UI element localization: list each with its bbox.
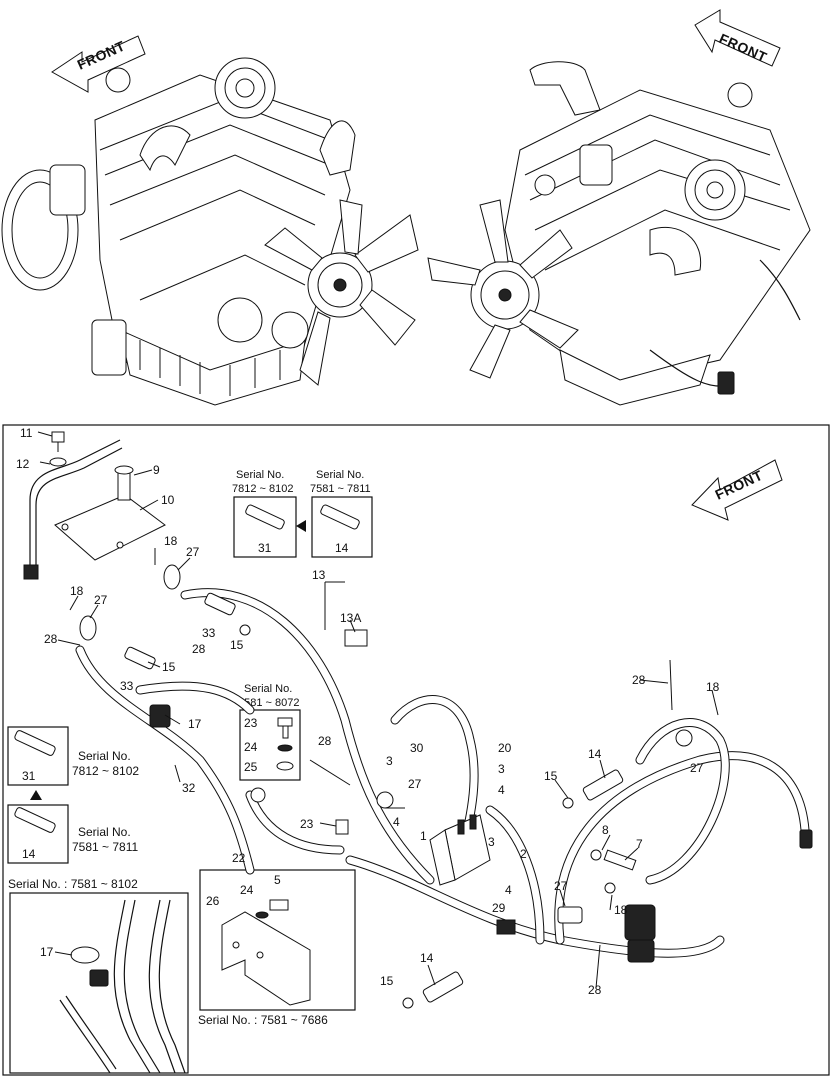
svg-text:4: 4 [505, 883, 512, 897]
svg-text:18: 18 [706, 680, 720, 694]
serial-box-bottom-mid: Serial No. : 7581 ~ 7686 26 24 5 [198, 869, 356, 1027]
svg-text:31: 31 [22, 769, 36, 783]
svg-text:12: 12 [16, 457, 30, 471]
serial-part-tr: 14 [335, 541, 349, 555]
svg-text:33: 33 [202, 626, 216, 640]
svg-text:27: 27 [554, 879, 568, 893]
svg-text:Serial No.: Serial No. [78, 825, 131, 839]
serial-part-tl: 31 [258, 541, 272, 555]
svg-text:15: 15 [230, 638, 244, 652]
svg-text:Serial No.: Serial No. [244, 683, 292, 695]
svg-text:7581 ~ 8072: 7581 ~ 8072 [238, 697, 299, 709]
engine-left-view: FRONT [1, 35, 419, 406]
svg-text:4: 4 [498, 783, 505, 797]
serial-box-bottom-left: Serial No. : 7581 ~ 8102 17 [8, 877, 189, 1074]
svg-text:Serial No.: Serial No. [78, 749, 131, 763]
serial-title-tr: Serial No. [316, 469, 364, 481]
relay-part [429, 814, 491, 886]
main-harness [75, 588, 810, 958]
svg-text:4: 4 [393, 815, 400, 829]
svg-text:27: 27 [94, 593, 108, 607]
serial-box-side-lower: 14 Serial No. 7581 ~ 7811 [7, 804, 139, 864]
svg-text:23: 23 [244, 716, 258, 730]
svg-text:22: 22 [232, 851, 246, 865]
fan-right [427, 199, 579, 379]
front-arrow-right: FRONT [694, 9, 781, 67]
svg-text:15: 15 [380, 974, 394, 988]
svg-text:18: 18 [164, 534, 178, 548]
svg-text:27: 27 [186, 545, 200, 559]
svg-text:17: 17 [40, 945, 54, 959]
svg-text:33: 33 [120, 679, 134, 693]
svg-text:27: 27 [690, 761, 704, 775]
arrow-marker-side [30, 790, 42, 800]
serial-box-top-left: Serial No. 7812 ~ 8102 31 [232, 469, 297, 558]
svg-text:28: 28 [588, 983, 602, 997]
svg-text:7812 ~ 8102: 7812 ~ 8102 [72, 764, 139, 778]
svg-text:11: 11 [20, 426, 33, 440]
svg-text:7: 7 [636, 837, 643, 851]
svg-text:13: 13 [312, 568, 326, 582]
serial-box-hardware: Serial No. 7581 ~ 8072 23 24 25 [238, 683, 301, 781]
svg-text:28: 28 [632, 673, 646, 687]
svg-text:13A: 13A [340, 611, 361, 625]
serial-box-top-right: Serial No. 7581 ~ 7811 14 [310, 469, 373, 558]
svg-text:20: 20 [498, 741, 512, 755]
serial-title-tl: Serial No. [236, 469, 284, 481]
svg-text:18: 18 [614, 903, 628, 917]
svg-text:28: 28 [192, 642, 206, 656]
svg-text:Serial No. : 7581 ~ 8102: Serial No. : 7581 ~ 8102 [8, 877, 138, 891]
svg-text:2: 2 [520, 847, 527, 861]
svg-text:28: 28 [318, 734, 332, 748]
svg-text:23: 23 [300, 817, 314, 831]
svg-text:10: 10 [161, 493, 175, 507]
svg-text:29: 29 [492, 901, 506, 915]
svg-text:Serial No. : 7581 ~ 7686: Serial No. : 7581 ~ 7686 [198, 1013, 328, 1027]
clip-13a-part [344, 629, 368, 647]
bracket-assembly [23, 431, 166, 580]
svg-text:24: 24 [244, 740, 258, 754]
serial-range-tl: 7812 ~ 8102 [232, 483, 293, 495]
svg-text:17: 17 [188, 717, 202, 731]
svg-text:3: 3 [498, 762, 505, 776]
svg-text:8: 8 [602, 823, 609, 837]
front-arrow-left: FRONT [51, 35, 146, 93]
engine-right-view: FRONT [427, 9, 811, 406]
svg-text:14: 14 [22, 847, 36, 861]
fan-left [264, 199, 419, 386]
connectors [79, 564, 813, 1009]
svg-text:3: 3 [488, 835, 495, 849]
svg-text:28: 28 [44, 632, 58, 646]
arrow-marker-top [296, 520, 306, 532]
svg-text:7581 ~ 7811: 7581 ~ 7811 [72, 840, 139, 854]
svg-text:5: 5 [274, 873, 281, 887]
svg-text:15: 15 [544, 769, 558, 783]
svg-text:32: 32 [182, 781, 196, 795]
svg-text:30: 30 [410, 741, 424, 755]
svg-text:1: 1 [420, 829, 427, 843]
svg-text:9: 9 [153, 463, 160, 477]
svg-text:26: 26 [206, 894, 220, 908]
svg-text:18: 18 [70, 584, 84, 598]
serial-range-tr: 7581 ~ 7811 [310, 483, 371, 495]
svg-text:14: 14 [420, 951, 434, 965]
svg-text:3: 3 [386, 754, 393, 768]
svg-text:25: 25 [244, 760, 258, 774]
svg-text:27: 27 [408, 777, 422, 791]
svg-text:14: 14 [588, 747, 602, 761]
serial-box-side-upper: 31 Serial No. 7812 ~ 8102 [7, 726, 139, 786]
callouts: 11 12 9 10 18 27 18 27 28 33 15 28 15 33… [16, 426, 720, 997]
svg-text:24: 24 [240, 883, 254, 897]
svg-text:15: 15 [162, 660, 176, 674]
